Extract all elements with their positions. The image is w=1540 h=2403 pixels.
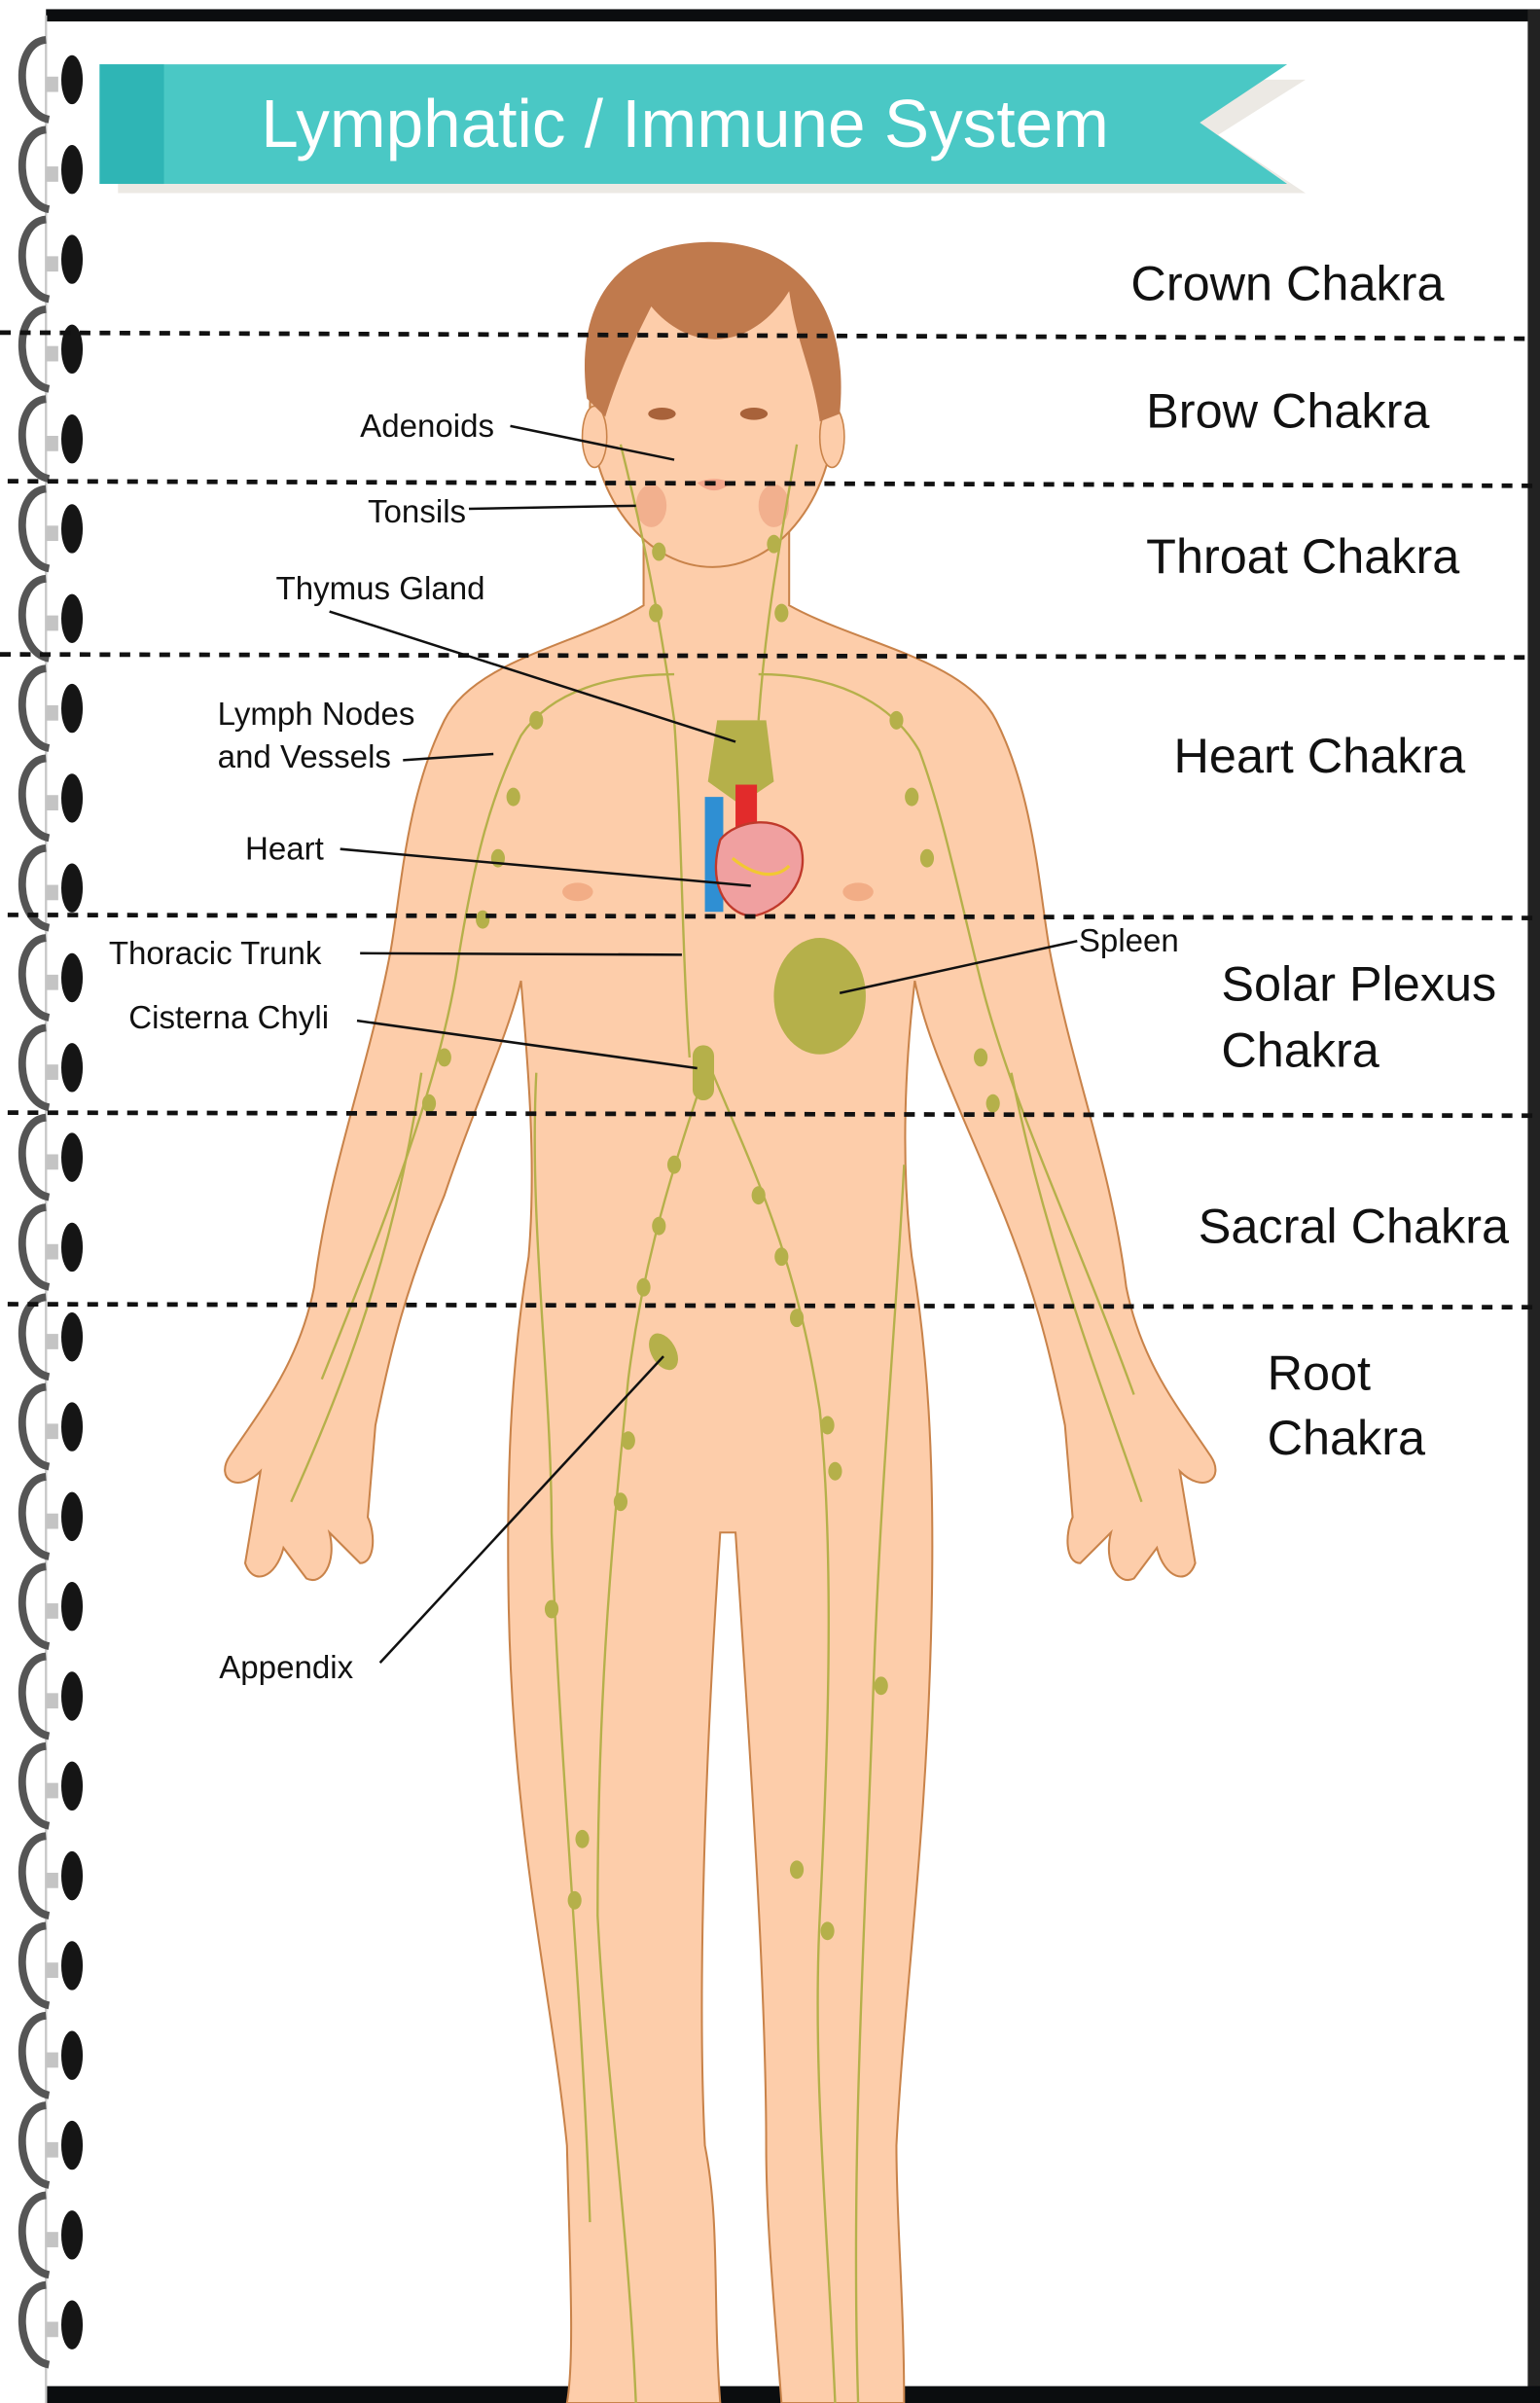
lymph-node [789,1309,805,1328]
label-cisterna-chyli: Cisterna Chyli [128,1000,329,1036]
chakra-root-label: Root [1268,1345,1371,1401]
lymph-node [652,1216,666,1236]
binding-ring-icon [18,395,84,483]
binding-ring-icon [18,1832,84,1919]
lymph-node [767,534,781,554]
lymph-node [636,1277,651,1297]
chakra-heart-label: Heart Chakra [1174,728,1467,783]
lymph-node [529,710,544,730]
binding-ring-icon [18,1293,84,1381]
binding-ring-icon [18,1203,84,1291]
chakra-brow-label: Brow Chakra [1146,382,1430,438]
chakra-dividers [0,330,1533,1310]
binding-ring-icon [18,2280,84,2369]
binding-ring-icon [18,2011,84,2099]
lymph-node [437,1048,451,1067]
label-lymph-nodes: Lymph Nodes [218,697,415,733]
label-spleen: Spleen [1079,923,1179,959]
chakra-throat-label: Throat Chakra [1146,528,1460,584]
chakra-root-label-line2: Chakra [1268,1410,1426,1465]
binding-ring-icon [18,1113,84,1202]
chakra-solar-plexus-label: Solar Plexus [1221,956,1496,1012]
binding-ring-icon [18,574,84,663]
binding-ring-icon [18,1382,84,1471]
binding-ring-icon [18,1652,84,1740]
binding-ring-icon [18,484,84,573]
lymph-node [973,1048,988,1067]
lymph-node [544,1599,559,1619]
lymph-node [575,1829,590,1848]
human-body-illustration [224,241,1217,2403]
lymph-node [820,1416,835,1435]
binding-ring-icon [18,754,84,843]
binding-ring-icon [18,36,84,124]
lymph-node [652,542,666,561]
lymph-node [666,1155,682,1174]
binding-ring-icon [18,1741,84,1830]
label-lymph-vessels: and Vessels [218,739,391,775]
label-heart: Heart [245,832,324,868]
chakra-solar-plexus-label-line2: Chakra [1221,1022,1379,1077]
binding-ring-icon [18,126,84,214]
label-tonsils: Tonsils [368,494,466,530]
lymph-node [828,1461,842,1481]
label-adenoids: Adenoids [360,409,494,445]
lymph-node [421,1094,437,1113]
chakra-crown-label: Crown Chakra [1130,256,1445,311]
lymph-node [919,848,935,868]
binding-ring-icon [18,2191,84,2279]
leader-lines [329,424,1078,1665]
binding-ring-icon [18,934,84,1022]
lymph-node [905,787,919,807]
binding-ring-icon [18,664,84,752]
binding-ring-icon [18,1472,84,1560]
lymph-node [774,1247,789,1267]
chakra-sacral-label: Sacral Chakra [1199,1199,1510,1254]
lymph-node [506,787,520,807]
lymph-node [874,1676,888,1696]
binding-ring-icon [18,843,84,932]
lymph-node [613,1492,628,1512]
lymph-node [621,1431,635,1451]
label-thoracic-trunk: Thoracic Trunk [109,936,322,972]
lymph-node [649,603,663,623]
binding-ring-icon [18,305,84,393]
label-appendix: Appendix [219,1650,353,1686]
label-thymus-gland: Thymus Gland [276,571,485,607]
spiral-binding [18,36,84,2369]
lymph-node [774,603,789,623]
lymph-vessels [290,444,1143,2403]
lymph-node [889,710,904,730]
lymph-node [476,910,490,929]
binding-ring-icon [18,215,84,304]
lymph-node [567,1890,582,1910]
binding-ring-icon [18,1921,84,2010]
lymph-node [789,1860,805,1880]
lymph-node [985,1094,1000,1113]
binding-ring-icon [18,2101,84,2189]
title-banner: Lymphatic / Immune System [99,64,1307,194]
lymph-node [820,1921,835,1941]
page-title: Lymphatic / Immune System [261,86,1109,161]
lymph-node [751,1186,766,1205]
binding-ring-icon [18,1023,84,1112]
binding-ring-icon [18,1562,84,1651]
